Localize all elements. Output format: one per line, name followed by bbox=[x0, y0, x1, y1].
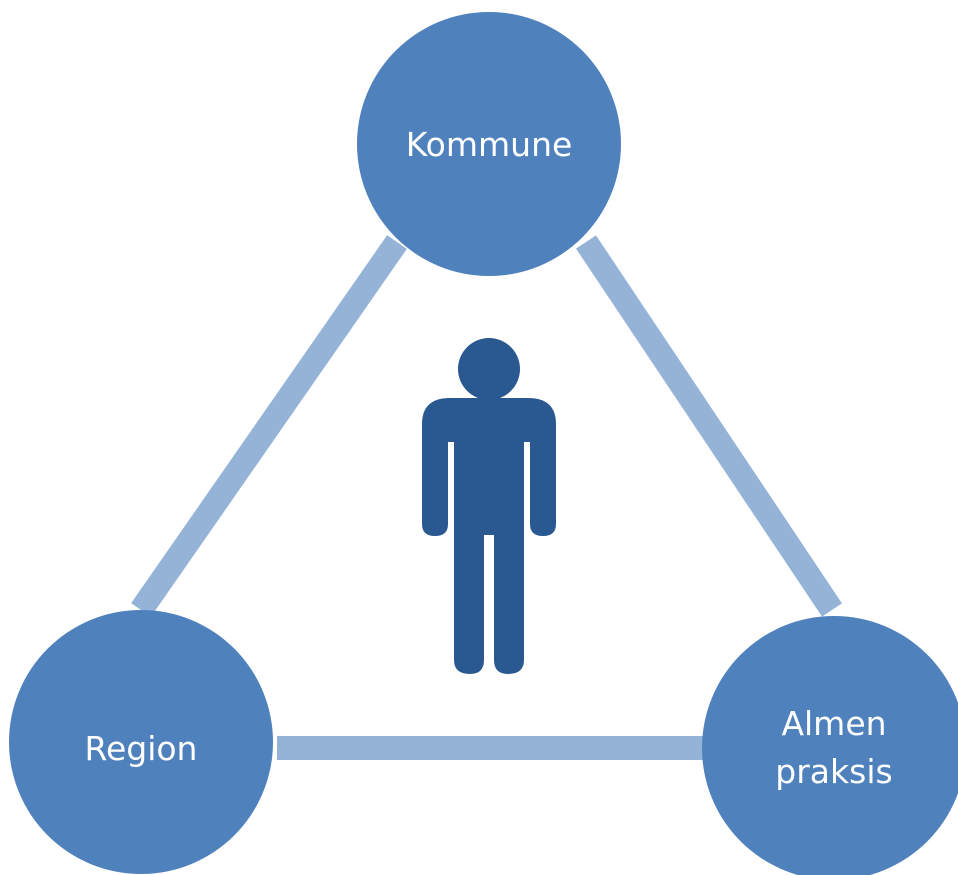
node-almen-praksis: Almen praksis bbox=[702, 616, 958, 875]
node-kommune-label: Kommune bbox=[406, 125, 573, 164]
node-region: Region bbox=[9, 610, 273, 874]
connector-kommune-almen-praksis bbox=[576, 235, 842, 617]
node-almen-praksis-label-line2: praksis bbox=[775, 752, 892, 791]
node-region-circle bbox=[9, 610, 273, 874]
node-region-label: Region bbox=[85, 729, 198, 768]
node-kommune: Kommune bbox=[357, 12, 621, 276]
node-almen-praksis-circle bbox=[702, 616, 958, 875]
node-kommune-circle bbox=[357, 12, 621, 276]
person-icon bbox=[422, 338, 556, 674]
node-almen-praksis-label-line1: Almen bbox=[781, 704, 886, 743]
connector-kommune-region bbox=[131, 235, 407, 617]
